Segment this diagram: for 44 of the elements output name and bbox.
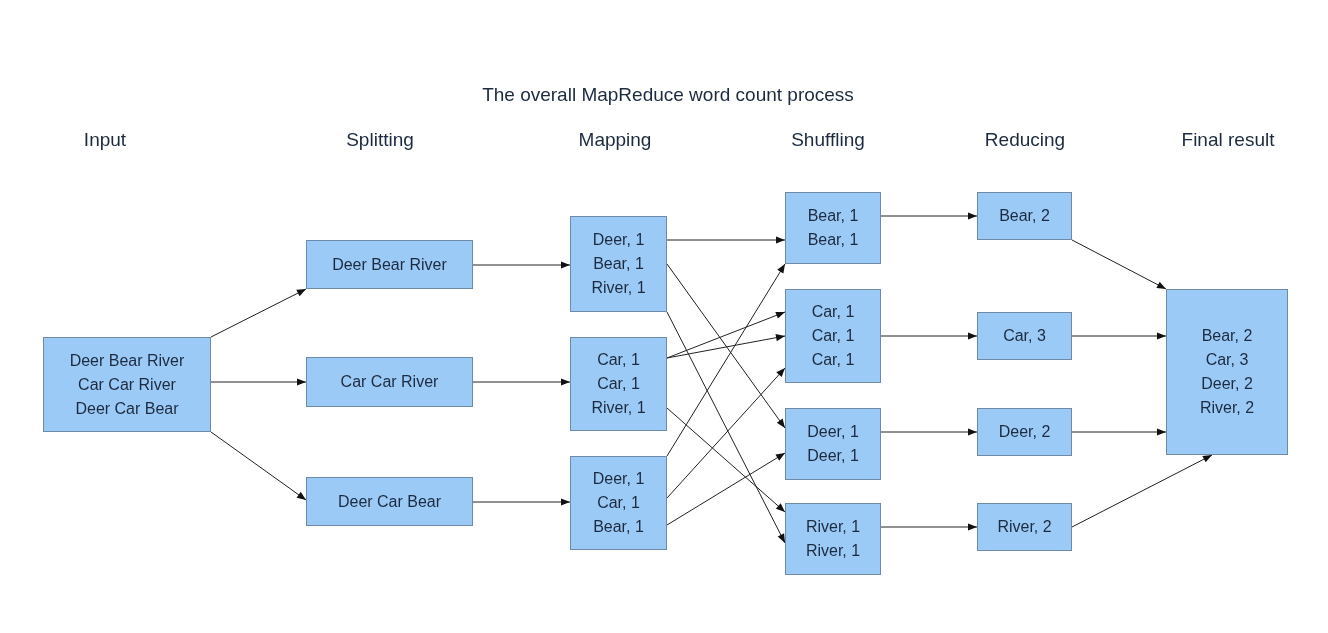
arrow [472, 261, 571, 269]
arrow [880, 523, 978, 531]
column-heading: Splitting [346, 129, 414, 151]
arrow [210, 288, 307, 338]
process-box: Deer, 1 Car, 1 Bear, 1 [570, 456, 667, 550]
column-heading: Mapping [578, 129, 652, 151]
column-heading: Shuffling [791, 129, 865, 151]
arrow [666, 311, 786, 544]
process-box: Deer, 1 Deer, 1 [785, 408, 881, 480]
arrow [880, 332, 978, 340]
process-box: Car, 1 Car, 1 River, 1 [570, 337, 667, 431]
arrow [1071, 239, 1167, 290]
arrow [210, 431, 307, 501]
process-box: Car, 3 [977, 312, 1072, 360]
arrow [210, 378, 307, 386]
arrow [666, 407, 786, 513]
arrow [880, 428, 978, 436]
arrow [472, 378, 571, 386]
process-box: Deer Bear River Car Car River Deer Car Bear [43, 337, 211, 432]
arrow [472, 498, 571, 506]
arrow [1071, 428, 1167, 436]
arrow [666, 452, 786, 526]
arrow [1071, 454, 1213, 528]
process-box: River, 1 River, 1 [785, 503, 881, 575]
process-box: Bear, 1 Bear, 1 [785, 192, 881, 264]
process-box: Deer, 1 Bear, 1 River, 1 [570, 216, 667, 312]
diagram-title: The overall MapReduce word count process [482, 84, 854, 106]
arrow [666, 236, 786, 244]
arrow [1071, 332, 1167, 340]
process-box: Bear, 2 [977, 192, 1072, 240]
column-heading: Reducing [984, 129, 1066, 151]
process-box: Deer Car Bear [306, 477, 473, 526]
column-heading: Final result [1181, 129, 1275, 151]
arrow [880, 212, 978, 220]
arrow [666, 311, 786, 359]
arrow [666, 334, 786, 359]
process-box: Bear, 2 Car, 3 Deer, 2 River, 2 [1166, 289, 1288, 455]
process-box: River, 2 [977, 503, 1072, 551]
process-box: Car Car River [306, 357, 473, 407]
process-box: Deer, 2 [977, 408, 1072, 456]
process-box: Car, 1 Car, 1 Car, 1 [785, 289, 881, 383]
arrow [666, 367, 786, 499]
process-box: Deer Bear River [306, 240, 473, 289]
column-heading: Input [83, 129, 127, 151]
